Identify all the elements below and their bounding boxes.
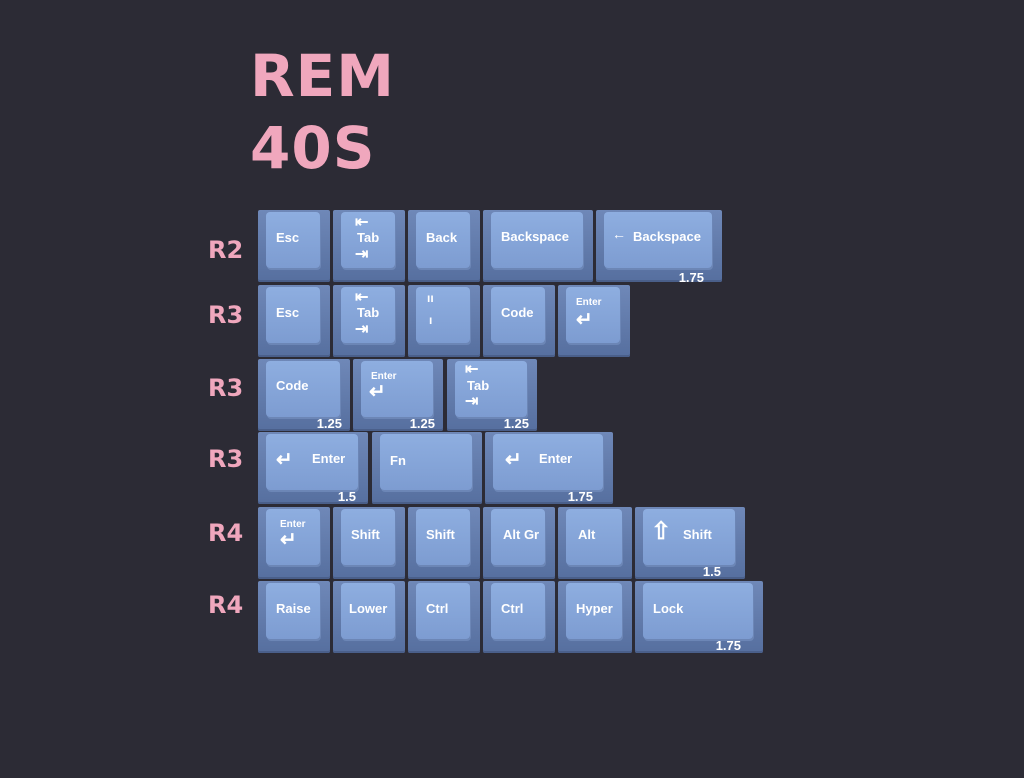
keycap-tab[interactable]: ⇤ Tab ⇥ [333, 285, 405, 357]
keycap-ctrl[interactable]: Ctrl [408, 581, 480, 653]
keycap-lock-1-75[interactable]: Lock 1.75 [635, 581, 763, 653]
single-quote-icon: ı [429, 313, 433, 327]
keycap-enter[interactable]: Enter ↵ [258, 507, 330, 579]
keycap-alt[interactable]: Alt [558, 507, 632, 579]
row-label-2: R3 [208, 301, 244, 329]
product-title: REM 40S [250, 40, 395, 184]
keycap-legend: Shift [351, 527, 380, 542]
title-line-2: 40S [250, 114, 376, 182]
keycap-backspace-arrow[interactable]: ← Backspace 1.75 [596, 210, 722, 285]
keycap-fn[interactable]: Fn [372, 432, 482, 504]
keycap-size: 1.25 [503, 416, 529, 431]
keycap-quote[interactable]: ıı ı [408, 285, 480, 357]
keycap-backspace[interactable]: Backspace [483, 210, 593, 282]
keycap-back[interactable]: Back [408, 210, 480, 282]
keycap-esc[interactable]: Esc [258, 210, 330, 282]
keycap-legend: Tab [357, 305, 380, 320]
row-label-4: R3 [208, 445, 244, 473]
keycap-esc[interactable]: Esc [258, 285, 330, 357]
shift-arrow-icon: ⇧ [651, 518, 672, 545]
keycap-legend: Enter [280, 519, 306, 530]
keycap-legend: Esc [276, 230, 300, 245]
keycap-size: 1.75 [567, 489, 593, 504]
row-label-3: R3 [208, 374, 244, 402]
keycap-size: 1.5 [337, 489, 356, 504]
keycap-enter-1-75[interactable]: ↵ Enter 1.75 [485, 432, 613, 504]
keycap-legend: Tab [357, 230, 380, 245]
keycap-legend: Fn [390, 453, 406, 468]
keycap-legend: Raise [276, 601, 311, 616]
keycap-size: 1.75 [678, 270, 704, 285]
double-quote-icon: ıı [427, 291, 434, 305]
keycap-size: 1.75 [715, 638, 741, 653]
keycap-legend: Backspace [501, 229, 569, 244]
keycap-legend: Hyper [576, 601, 613, 616]
keycap-code[interactable]: Code 1.25 [258, 359, 350, 431]
keycap-code[interactable]: Code [483, 285, 555, 357]
row-label-1: R2 [208, 236, 244, 264]
keycap-tab[interactable]: ⇤ Tab ⇥ 1.25 [447, 359, 537, 431]
keycap-enter[interactable]: Enter ↵ 1.25 [353, 359, 443, 431]
tab-left-icon: ⇤ [465, 361, 479, 378]
keycap-enter-1-5[interactable]: ↵ Enter 1.5 [258, 432, 368, 504]
keycap-legend: Code [276, 378, 309, 393]
tab-right-icon: ⇥ [355, 321, 369, 338]
keycap-legend: Shift [683, 527, 712, 542]
keycap-legend: Lock [653, 601, 684, 616]
tab-left-icon: ⇤ [355, 214, 369, 231]
row-label-5: R4 [208, 519, 244, 547]
keycap-legend: Enter [312, 451, 346, 466]
keycap-legend: Ctrl [426, 601, 449, 616]
keycap-alt-gr[interactable]: Alt Gr [483, 507, 555, 579]
row-label-6: R4 [208, 591, 244, 619]
tab-right-icon: ⇥ [465, 393, 479, 410]
keycap-legend: Lower [349, 601, 388, 616]
enter-icon: ↵ [576, 309, 593, 331]
keycap-enter[interactable]: Enter ↵ [558, 285, 630, 357]
keycap-legend: Enter [576, 297, 602, 308]
keycap-ctrl[interactable]: Ctrl [483, 581, 555, 653]
keycap-shift-1-5[interactable]: ⇧ Shift 1.5 [635, 507, 745, 579]
keycap-legend: Shift [426, 527, 455, 542]
keycap-tab[interactable]: ⇤ Tab ⇥ [333, 210, 405, 282]
arrow-left-icon: ← [612, 226, 626, 242]
enter-icon: ↵ [505, 449, 522, 471]
keycap-legend: Alt [578, 527, 596, 542]
keycap-legend: Enter [539, 451, 573, 466]
keycap-legend: Alt Gr [503, 527, 540, 542]
keycap-legend: Code [501, 305, 534, 320]
keycap-hyper[interactable]: Hyper [558, 581, 632, 653]
tab-left-icon: ⇤ [355, 289, 369, 306]
keycap-lower[interactable]: Lower [333, 581, 405, 653]
keycap-legend: Esc [276, 305, 300, 320]
keycap-size: 1.25 [409, 416, 435, 431]
keycap-size: 1.25 [316, 416, 342, 431]
keycap-legend: Ctrl [501, 601, 524, 616]
keycap-shift[interactable]: Shift [333, 507, 405, 579]
keycap-legend: Backspace [633, 229, 701, 244]
keycap-size: 1.5 [702, 564, 721, 579]
enter-icon: ↵ [369, 381, 386, 403]
enter-icon: ↵ [280, 529, 297, 551]
enter-icon: ↵ [276, 449, 293, 471]
tab-right-icon: ⇥ [355, 246, 369, 263]
keycap-raise[interactable]: Raise [258, 581, 330, 653]
keycap-shift[interactable]: Shift [408, 507, 480, 579]
keycap-legend: Tab [467, 378, 490, 393]
keycap-legend: Back [426, 230, 458, 245]
keycap-legend: Enter [371, 371, 397, 382]
title-line-1: REM [250, 42, 395, 110]
